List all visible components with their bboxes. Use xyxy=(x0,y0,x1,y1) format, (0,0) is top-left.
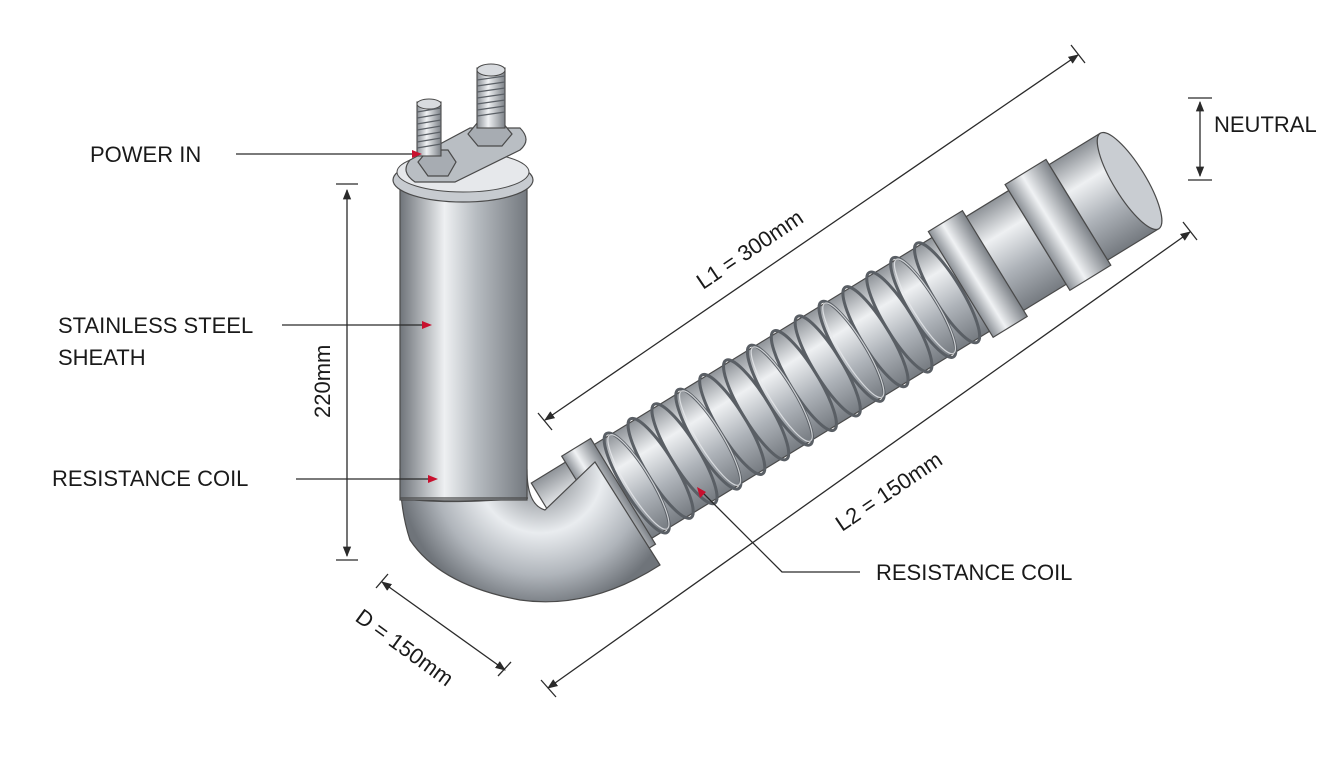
dim-l1: L1 = 300mm xyxy=(692,205,808,294)
vertical-tube-body xyxy=(399,179,528,501)
label-sheath-line1: STAINLESS STEEL xyxy=(58,313,253,338)
label-power-in: POWER IN xyxy=(90,142,201,167)
dim-vertical-height: 220mm xyxy=(310,345,335,418)
terminal-right xyxy=(467,63,513,147)
end-fitting-face xyxy=(1096,131,1163,231)
label-neutral: NEUTRAL xyxy=(1214,112,1317,137)
label-coil-right: RESISTANCE COIL xyxy=(876,560,1072,585)
label-sheath-line2: SHEATH xyxy=(58,345,146,370)
terminal-left xyxy=(416,98,457,177)
dim-l2: L2 = 150mm xyxy=(831,447,947,536)
label-coil-left: RESISTANCE COIL xyxy=(52,466,248,491)
dim-line-diameter xyxy=(381,581,506,671)
leader-coil-right xyxy=(699,489,860,573)
dim-diameter: D = 150mm xyxy=(351,604,458,691)
dim-line-l2 xyxy=(547,231,1191,689)
